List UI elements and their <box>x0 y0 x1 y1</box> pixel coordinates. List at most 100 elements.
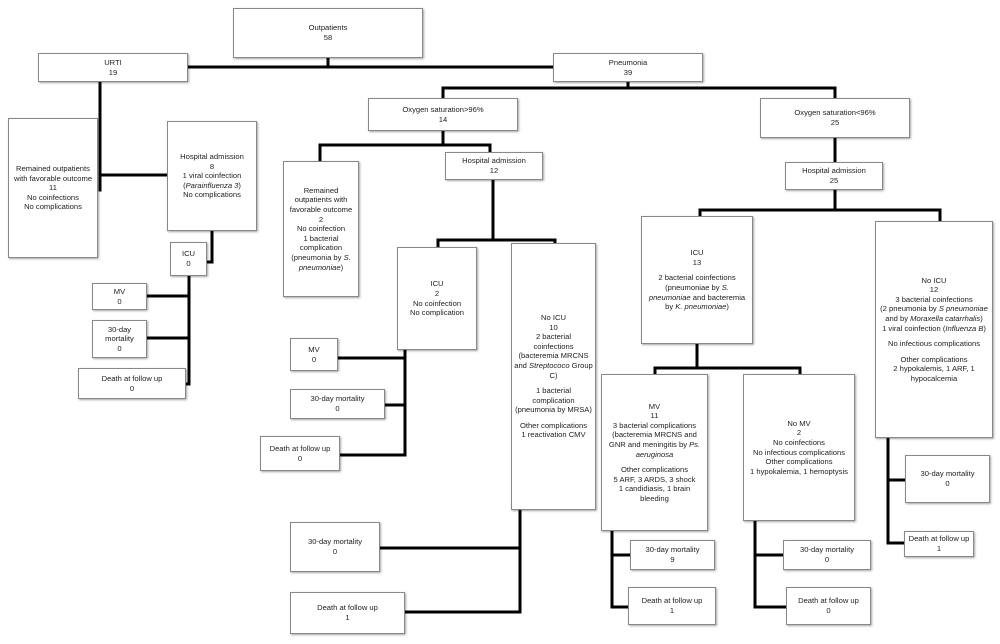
node-text-line: Remained <box>303 185 339 195</box>
node-text-line: MV <box>648 401 661 411</box>
node-text-line: Death at follow up <box>101 373 163 383</box>
italic-text: pneumoniae <box>648 292 691 302</box>
text: (2 pneumonia by <box>880 304 939 314</box>
node-text-line: No MV <box>787 418 811 428</box>
node-text-line: Other complications <box>900 354 968 364</box>
node-text-line: 0 <box>186 259 191 268</box>
node-text-line: 3 bacterial coinfections <box>895 294 973 304</box>
node-text-line: 2 <box>318 214 324 224</box>
connector <box>336 348 407 457</box>
text: ) <box>983 323 986 333</box>
node-text-line: Pneumonia <box>608 57 648 67</box>
node-text-line: 25 <box>830 118 840 127</box>
text: (pneumoniae by <box>665 283 722 292</box>
node-text-line: hypocalcemia <box>910 373 958 383</box>
node-text-line: 0 <box>311 354 317 364</box>
node-text-line: 0 <box>297 453 303 463</box>
node-text-line: 2 bacterial coinfections <box>658 273 736 283</box>
node-text-line: (pneumonia by S. <box>291 253 351 263</box>
italic-text: S pneumoniae <box>938 304 988 314</box>
connector <box>441 80 837 100</box>
node-text-line: Oxygen saturation>96% <box>402 104 484 114</box>
node-text-line: 1 viral coinfection <box>182 171 242 181</box>
node-text-line: Death at follow up <box>317 603 378 613</box>
node-text-line: Death at follow up <box>269 443 331 453</box>
node-text-line: Hospital admission <box>180 152 244 162</box>
italic-text: Parainfluenza 3 <box>185 180 239 190</box>
node-text-line: 1 <box>345 613 350 622</box>
node-text-line: 13 <box>692 257 702 267</box>
node-text-line: 12 <box>929 285 939 295</box>
text: and by <box>885 313 911 323</box>
node-text-line: aeruginosa <box>636 450 674 460</box>
node-text-line: 0 <box>826 606 831 615</box>
node-text-line: 0 <box>129 383 135 393</box>
node-text-line: 9 <box>670 555 675 564</box>
node-text-line: 2 bacterial <box>535 332 572 342</box>
node-text-line: 0 <box>117 296 122 306</box>
node-text-line: 0 <box>117 343 122 353</box>
oxygen-saturation-low-node: Oxygen saturation<96%25 <box>760 98 910 138</box>
text: ) <box>726 302 729 312</box>
node-text-line: 14 <box>438 114 448 124</box>
text: ) <box>238 180 241 190</box>
italic-text: S. <box>343 252 351 262</box>
node-text-line: pneumoniae and bacteremia <box>649 293 745 303</box>
node-text-line: 11 <box>49 183 57 193</box>
node-text-line: outpatients with <box>294 195 348 205</box>
node-text-line: 30-day mortality <box>799 545 855 555</box>
italic-text: K. pneumoniae <box>675 302 727 312</box>
node-text-line: No complications <box>183 190 241 200</box>
node-text-line: MV <box>308 344 320 354</box>
node-text-line: 5 ARF, 3 ARDS, 3 shock <box>613 474 696 484</box>
italic-text: Streptococo <box>529 360 570 370</box>
node-text-line: by K. pneumoniae) <box>665 302 729 312</box>
node-text-line: No coinfection <box>412 298 462 308</box>
node-text-line: (bacteremia MRCNS and <box>612 430 697 440</box>
text: ( <box>183 180 186 190</box>
connector <box>378 508 522 614</box>
node-text-line: ICU <box>430 279 444 289</box>
connector <box>318 129 492 163</box>
node-text-line: 3 bacterial complications <box>612 420 697 430</box>
node-text-line: 39 <box>623 67 633 77</box>
node-text-line: 0 <box>945 479 950 488</box>
text: ) <box>980 313 983 323</box>
node-text-line: 8 <box>209 161 215 171</box>
node-text-line: 25 <box>829 176 839 185</box>
node-text-line: No complication <box>409 308 465 318</box>
node-text-line: URTI <box>104 57 122 67</box>
node-text-line: 1 viral coinfection (Influenza B) <box>882 324 986 334</box>
node-text-line: and by Moraxella catarrhalis) <box>885 314 983 324</box>
connector <box>753 519 788 609</box>
node-text-line: No coinfections <box>773 437 825 447</box>
node-text-line: Hospital admission <box>462 156 526 166</box>
italic-text: Influenza B <box>945 323 984 333</box>
node-text-line: C) <box>549 370 558 380</box>
node-text-line: complication <box>299 243 343 253</box>
node-text-line: 1 hypokalemia, 1 hemoptysis <box>750 466 848 476</box>
node-text-line: Other complications <box>620 465 689 475</box>
node-text-line: 10 <box>549 322 558 332</box>
node-text-line: 0 <box>824 555 830 564</box>
node-text-line: mortality <box>105 334 134 344</box>
node-text-line: Death at follow up <box>908 534 970 544</box>
connector <box>145 274 191 386</box>
